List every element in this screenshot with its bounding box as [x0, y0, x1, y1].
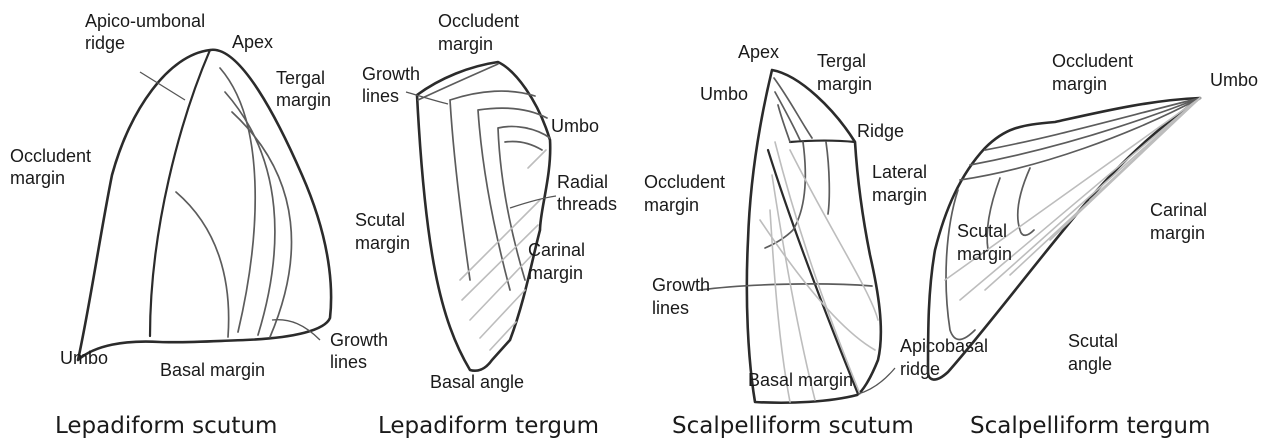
apex-label: Apex: [232, 32, 273, 52]
growth-lines-label: Growth lines: [330, 330, 393, 372]
occludent-margin-label: Occludent margin: [1052, 51, 1138, 94]
growth-line: [450, 91, 535, 280]
carinal-margin-label: Carinal margin: [528, 240, 590, 283]
growth-line: [700, 284, 872, 290]
lepadiform-tergum-panel: Occludent margin Growth lines Umbo Radia…: [355, 11, 617, 439]
occludent-margin-label: Occludent margin: [644, 172, 730, 215]
apico-umbonal-ridge-line: [150, 50, 210, 336]
basal-angle-label: Basal angle: [430, 372, 524, 392]
scalpelliform-scutum-outline: [747, 70, 881, 403]
umbo-label: Umbo: [700, 84, 748, 104]
growth-lines-label: Growth lines: [652, 275, 715, 318]
growth-line: [778, 105, 790, 142]
basal-margin-label: Basal margin: [160, 360, 265, 380]
growth-line: [505, 141, 542, 150]
radial-threads-label: Radial threads: [557, 172, 617, 214]
leader-line: [406, 92, 448, 104]
lepadiform-tergum-outline: [417, 62, 550, 371]
scalpelliform-tergum-panel: Occludent margin Umbo Carinal margin Scu…: [928, 51, 1258, 439]
growth-line: [232, 112, 291, 337]
umbo-label: Umbo: [60, 348, 108, 368]
occludent-margin-label: Occludent margin: [10, 146, 96, 188]
lepadiform-tergum-caption: Lepadiform tergum: [378, 413, 599, 439]
growth-line: [418, 64, 498, 100]
apico-umbonal-ridge-label: Apico-umbonal ridge: [85, 11, 210, 53]
radial-thread: [470, 255, 532, 320]
tergal-margin-label: Tergal margin: [276, 68, 331, 110]
scalpelliform-scutum-panel: Apex Umbo Tergal margin Ridge Occludent …: [644, 42, 993, 439]
apicobasal-ridge-line: [768, 150, 858, 394]
scutal-margin-label: Scutal margin: [355, 210, 410, 253]
scalpelliform-scutum-caption: Scalpelliform scutum: [672, 413, 914, 439]
tergal-margin-label: Tergal margin: [817, 51, 872, 94]
basal-margin-label: Basal margin: [748, 370, 853, 390]
growth-lines-label: Growth lines: [362, 64, 425, 106]
growth-line: [225, 92, 275, 335]
carinal-margin-label: Carinal margin: [1150, 200, 1212, 243]
umbo-label: Umbo: [551, 116, 599, 136]
ridge-label: Ridge: [857, 121, 904, 141]
lepadiform-scutum-panel: Apico-umbonal ridge Apex Tergal margin O…: [10, 11, 393, 439]
lepadiform-scutum-caption: Lepadiform scutum: [55, 413, 277, 439]
scutal-angle-label: Scutal angle: [1068, 331, 1123, 374]
growth-line: [176, 192, 229, 337]
lateral-margin-label: Lateral margin: [872, 162, 932, 205]
radial-thread: [528, 150, 546, 168]
growth-line: [1018, 168, 1034, 235]
radial-thread: [790, 150, 878, 320]
umbo-label: Umbo: [1210, 70, 1258, 90]
apex-label: Apex: [738, 42, 779, 62]
occludent-margin-label: Occludent margin: [438, 11, 524, 54]
growth-line: [946, 190, 975, 339]
scalpelliform-tergum-caption: Scalpelliform tergum: [970, 413, 1210, 439]
radial-thread: [1090, 98, 1200, 200]
growth-line: [826, 142, 829, 214]
scutal-margin-label: Scutal margin: [957, 221, 1012, 264]
